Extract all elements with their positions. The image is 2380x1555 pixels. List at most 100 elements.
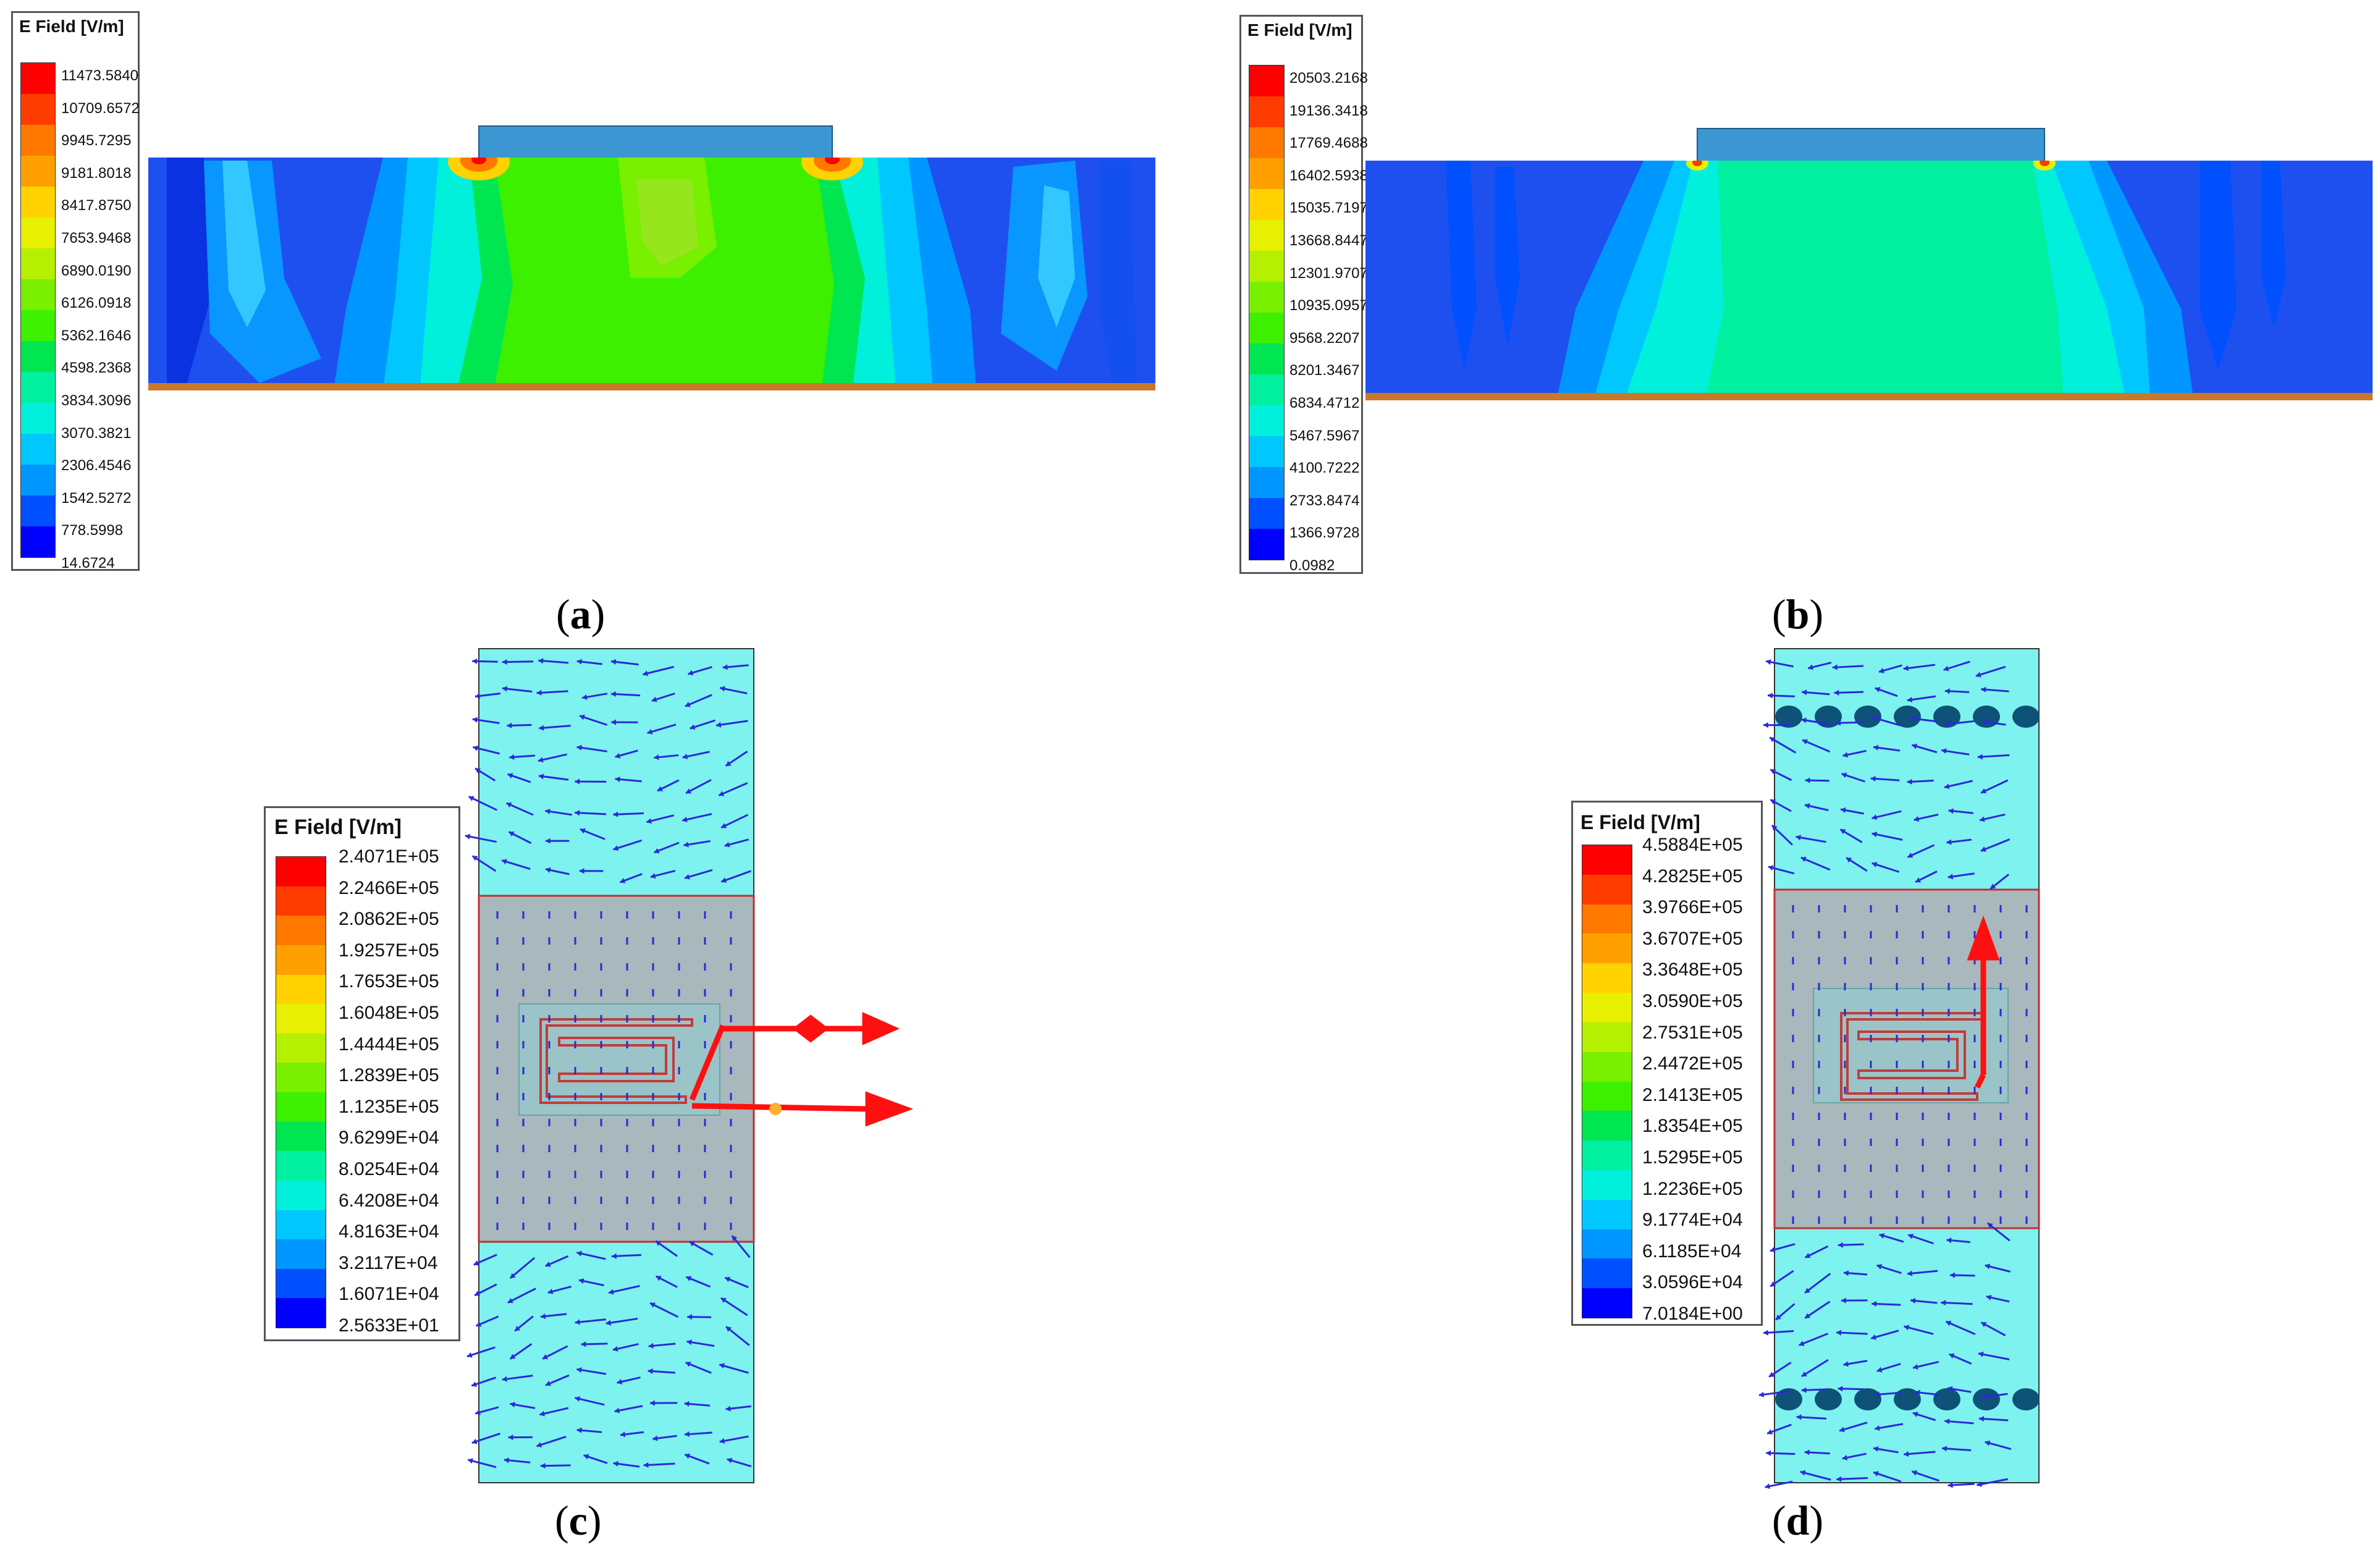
field-vector-head (576, 659, 582, 665)
legend-value: 9.6299E+04 (339, 1127, 439, 1148)
field-vector (606, 1317, 638, 1325)
field-vector (649, 1302, 679, 1318)
legend-swatch (1582, 993, 1632, 1022)
legend-swatch (1582, 1081, 1632, 1111)
legend-swatch (1249, 65, 1284, 96)
legend-value: 1.2839E+05 (339, 1065, 439, 1086)
field-vector-head (1763, 1330, 1768, 1336)
field-vector-head (510, 1354, 516, 1359)
field-vector-head (1915, 1389, 1920, 1396)
field-vector-head (613, 811, 618, 817)
field-vector-head (1977, 754, 1983, 760)
legend-swatch (1249, 282, 1284, 313)
field-vector-head (651, 696, 657, 702)
legend-value: 3.3648E+05 (1642, 959, 1743, 980)
field-vector-head (652, 1435, 658, 1441)
legend-swatch (276, 1092, 326, 1122)
field-vector-head (648, 1342, 654, 1349)
legend-swatch (21, 217, 55, 248)
field-vector-head (473, 1260, 479, 1266)
legend-swatch (276, 1298, 326, 1328)
field-vector-head (510, 1273, 516, 1278)
legend-value: 9.1774E+04 (1642, 1210, 1743, 1231)
legend-value: 1.4444E+05 (339, 1034, 439, 1055)
field-vector (684, 869, 713, 879)
field-vector (468, 795, 497, 811)
field-vector-head (502, 1376, 507, 1382)
field-vector-head (1979, 1415, 1985, 1422)
field-vector-head (466, 1352, 473, 1358)
field-vector-head (610, 691, 616, 697)
via (1933, 706, 1960, 728)
field-vector-head (508, 1434, 513, 1441)
legend-value: 9945.7295 (61, 132, 132, 150)
legend-swatch (276, 1151, 326, 1181)
legend-value: 15035.7197 (1289, 200, 1368, 217)
field-vector-head (1804, 803, 1810, 809)
field-vector-head (615, 776, 620, 783)
legend-title: E Field [V/m] (19, 17, 124, 36)
field-plot-a (148, 125, 1155, 390)
field-vector-head (1769, 1372, 1775, 1377)
field-vector-head (542, 1354, 548, 1360)
field-vector-head (582, 694, 588, 700)
resonator-slot (539, 1018, 693, 1104)
via-rows (1775, 706, 2040, 1410)
via (1854, 706, 1881, 728)
field-vector (1832, 665, 1864, 668)
caption-d: (d) (1772, 1497, 1824, 1544)
field-vector (1872, 832, 1903, 841)
legend-value: 5362.1646 (61, 327, 132, 344)
field-vector-head (725, 1276, 731, 1283)
legend-swatch (276, 1180, 326, 1210)
field-vector (575, 1318, 606, 1324)
legend-value: 2.4071E+05 (339, 846, 439, 867)
field-vector-head (1801, 1387, 1807, 1393)
legend-swatch (1249, 127, 1284, 158)
legend-value: 6890.0190 (61, 262, 132, 279)
field-vector-head (1836, 1330, 1842, 1336)
field-vector-head (609, 1289, 614, 1295)
field-vector-head (1841, 1297, 1846, 1304)
legend-swatch (1249, 374, 1284, 405)
field-vector-head (617, 1379, 623, 1385)
legend-swatch (21, 465, 55, 495)
legend-value: 2.4472E+05 (1642, 1053, 1743, 1074)
legend-swatch (276, 1004, 326, 1034)
legend-value: 3.2117E+04 (339, 1252, 438, 1273)
field-vector-head (1838, 1242, 1843, 1248)
field-vector-head (1982, 719, 1988, 725)
legend-swatch (1582, 1022, 1632, 1052)
field-vector (1800, 1470, 1831, 1481)
legend-swatch (21, 94, 55, 125)
legend-swatch (21, 187, 55, 217)
field-vector-head (1910, 715, 1915, 722)
field-vector-head (1801, 1371, 1807, 1376)
field-vector-head (575, 810, 580, 816)
legend-value: 1.6071E+04 (339, 1284, 439, 1305)
field-vector (1834, 691, 1863, 694)
field-vector-head (1978, 1351, 1984, 1357)
field-vector-head (1765, 1483, 1770, 1489)
legend-value: 14.6724 (61, 555, 115, 571)
field-vector (1977, 1478, 2008, 1486)
field-vector-head (583, 1454, 589, 1460)
field-vector-head (1912, 743, 1918, 749)
legend-value: 6126.0918 (61, 295, 132, 312)
field-vector-head (1913, 1363, 1918, 1370)
field-vector (611, 1254, 641, 1258)
field-vector-head (1805, 1313, 1811, 1318)
field-vector-head (1950, 1272, 1956, 1278)
field-vector-head (1770, 1281, 1776, 1287)
field-vector-head (1876, 1263, 1883, 1270)
legend-value: 16402.5938 (1289, 167, 1368, 184)
field-vector (685, 694, 712, 707)
legend-swatch (1249, 405, 1284, 436)
field-vector (502, 1375, 533, 1381)
field-vector-head (727, 1457, 733, 1464)
field-vector (1904, 1451, 1936, 1456)
field-vector-head (1903, 665, 1909, 672)
field-vector (1945, 1320, 1976, 1336)
legend-swatch (21, 248, 55, 279)
